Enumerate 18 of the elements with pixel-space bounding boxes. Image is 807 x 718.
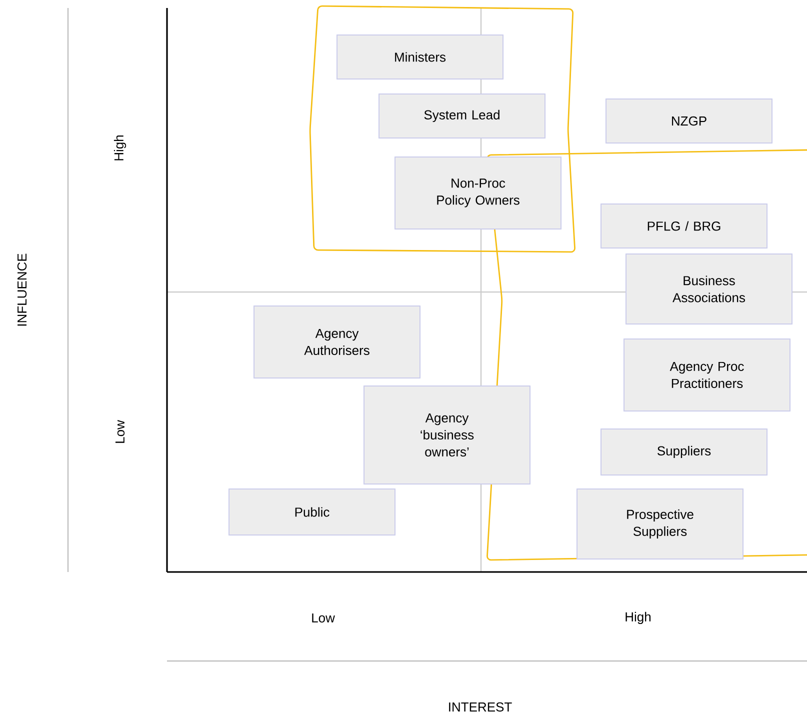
axis-label: INFLUENCE <box>17 254 27 326</box>
axis-label: Low <box>115 420 125 443</box>
axis-label: High <box>626 612 651 624</box>
sticky-note: Prospective Suppliers <box>576 488 744 560</box>
sticky-note: Business Associations <box>626 254 792 324</box>
sticky-note: Suppliers <box>600 428 768 476</box>
sticky-note: PFLG / BRG <box>600 204 768 248</box>
sticky-note: Public <box>228 488 396 536</box>
axis-label: High <box>114 135 126 160</box>
sticky-note: Non-Proc Policy Owners <box>394 156 562 230</box>
sticky-note: NZGP <box>606 98 772 144</box>
sticky-note: Agency ‘business owners’ <box>364 385 530 484</box>
sticky-note: Agency Proc Practitioners <box>624 338 790 412</box>
sticky-note: Ministers <box>336 34 504 80</box>
sticky-note: System Lead <box>378 94 546 138</box>
axis-label: Low <box>312 613 335 623</box>
axis-label: INTEREST <box>449 702 512 712</box>
sticky-note: Agency Authorisers <box>254 306 420 378</box>
